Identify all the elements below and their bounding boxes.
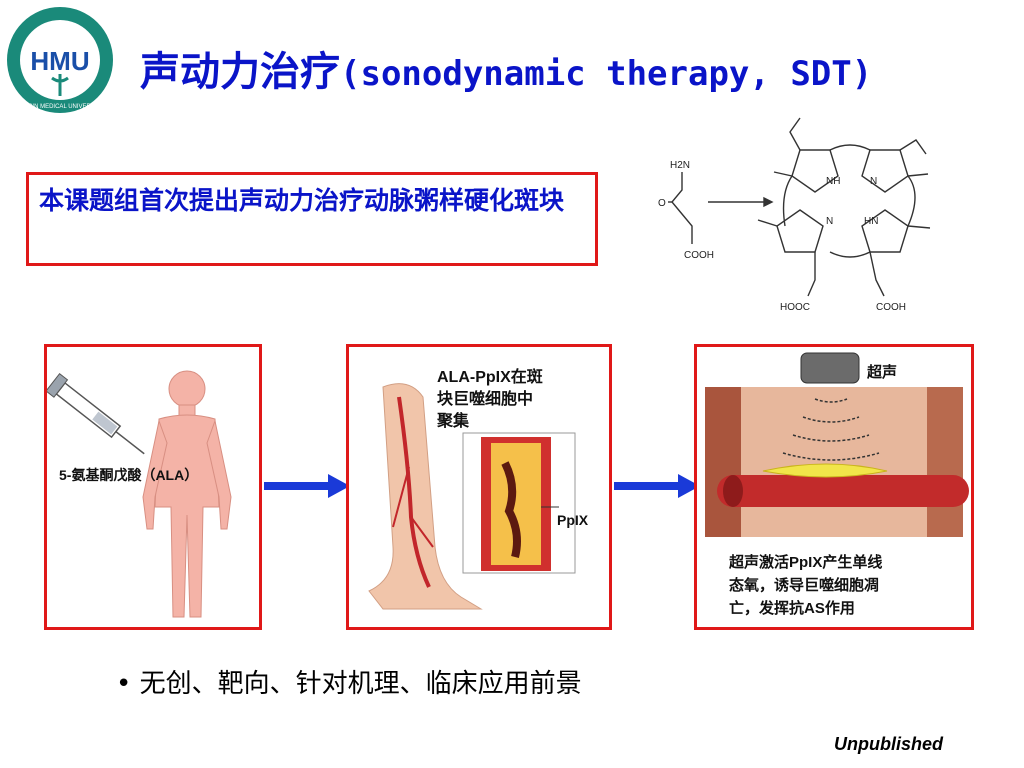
accumulation-label: ALA-PpIX在斑 块巨噬细胞中 聚集 [437,369,543,430]
syringe-icon [47,372,145,455]
unpublished-note: Unpublished [834,734,943,754]
ala-structure [668,172,693,244]
ultrasound-tissue-illustration [705,352,969,537]
human-body [142,370,232,618]
slide-title: 声动力治疗(sonodynamic therapy, SDT) [140,42,872,102]
leg-artery-illustration [368,383,576,610]
flow-arrow-1 [264,474,350,498]
title-chinese: 声动力治疗 [140,49,340,95]
artery-vessel [717,475,969,507]
ultrasound-probe-icon [800,352,860,384]
conversion-arrow [708,196,774,208]
ppix-accumulation-panel: ALA-PpIX在斑 块巨噬细胞中 聚集 PpIX [346,344,612,630]
logo-ring-text: HARBIN MEDICAL UNIVERSITY [16,104,104,110]
ala-administration-panel: 5-氨基酮戊酸（ALA） [44,344,262,630]
ala-amine-label: H2N [670,160,690,171]
ppix-n-top: N [870,176,877,187]
logo-year: 1926 [51,22,69,30]
bullet-dot: • [116,669,140,699]
logo-mark: HMU [30,46,89,76]
claim-text: 本课题组首次提出声动力治疗动脉粥样硬化斑块 [39,186,565,215]
ala-acid-label: COOH [684,250,714,261]
ala-label: 5-氨基酮戊酸（ALA） [59,467,199,483]
ala-oxygen-label: O [658,198,666,209]
university-logo: 1926 HMU HARBIN MEDICAL UNIVERSITY [7,7,113,113]
ppix-structure [757,117,931,297]
claim-box: 本课题组首次提出声动力治疗动脉粥样硬化斑块 [26,172,598,266]
ppix-nh-top: NH [826,176,840,187]
human-figure-illustration [47,370,232,618]
ppix-hn-bottom: HN [864,216,878,227]
ultrasound-activation-panel: 超声 超声激活PpIX产生单线 态氧，诱导巨噬细胞凋 亡，发挥抗AS作用 [694,344,974,630]
ultrasound-label: 超声 [867,364,898,381]
ppix-acid-left: HOOC [780,302,810,313]
advantages-bullet: • 无创、靶向、针对机理、临床应用前景 [116,664,582,704]
ppix-n-bottom: N [826,216,833,227]
ultrasound-waves [782,398,880,461]
title-english: (sonodynamic therapy, SDT) [340,54,873,94]
ppix-acid-right: COOH [876,302,906,313]
bullet-text: 无创、靶向、针对机理、临床应用前景 [139,669,582,699]
ppix-marker-label: PpIX [557,512,589,528]
ala-to-ppix-diagram: H2N O COOH NH N N HN HOOC COOH [658,117,931,313]
flow-arrow-2 [614,474,700,498]
activation-caption: 超声激活PpIX产生单线 态氧，诱导巨噬细胞凋 亡，发挥抗AS作用 [729,554,883,617]
